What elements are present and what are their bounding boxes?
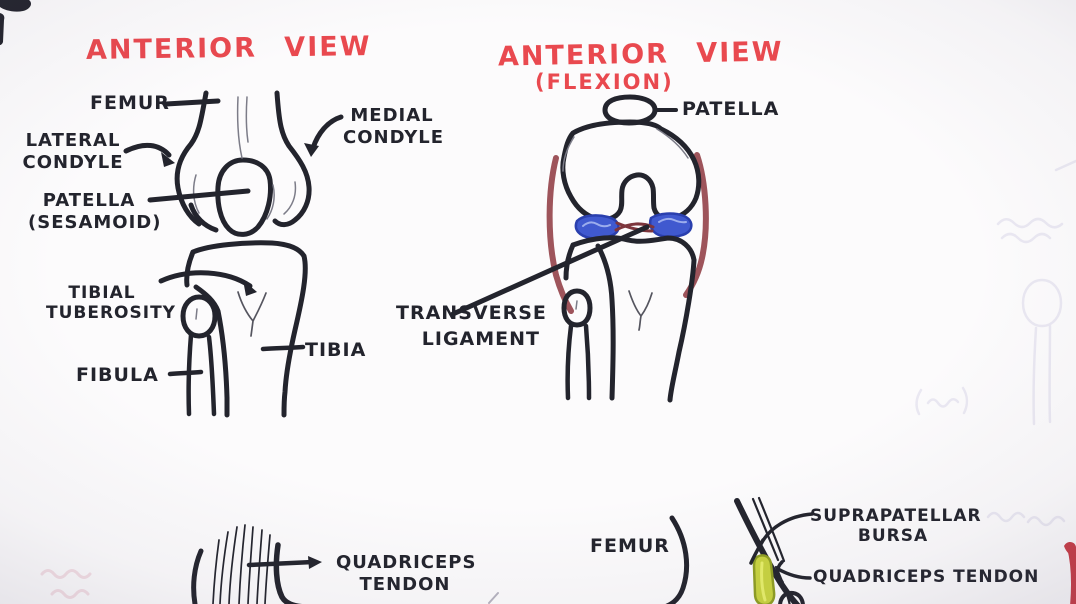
- ghost-squiggles-right: [996, 217, 1064, 244]
- patella-top-arc: [778, 590, 805, 604]
- lateral-condyle-arrowhead: [161, 152, 175, 167]
- patella-sesamoid-label: PATELLA (SESAMOID): [28, 190, 162, 233]
- medial-condyle-label: MEDIAL CONDYLE: [343, 105, 445, 148]
- ghost-squiggles-mid: [986, 511, 1066, 527]
- quadriceps-tendon-label: QUADRICEPS TENDON: [336, 552, 477, 595]
- femur-bottom-label: FEMUR: [590, 535, 670, 557]
- ghost-pink-squiggles: [40, 569, 92, 599]
- fibula-label: FIBULA: [76, 364, 159, 386]
- femur-bottom-curve: [665, 515, 690, 604]
- anterior-view-pointers: [123, 98, 344, 377]
- bursa-highlight: [760, 561, 767, 602]
- fibula-pointer-line: [167, 369, 204, 377]
- quadriceps-tendon-arrow: [246, 559, 316, 568]
- medial-condyle-arrow: [310, 114, 344, 151]
- tibia-pointer-line: [260, 344, 306, 352]
- ghost-bone-circle: [1021, 278, 1063, 328]
- tibia-label: TIBIA: [305, 339, 367, 361]
- tibia-flexion-right-edge: [667, 257, 697, 403]
- tibial-tuberosity-arrowhead: [243, 280, 257, 296]
- transverse-ligament-pointer-line: [450, 224, 650, 317]
- patella-pointer-line: [147, 188, 251, 203]
- flexion-view-drawing: [450, 94, 709, 403]
- suprapatellar-bursa-pointer: [749, 512, 814, 565]
- ghost-diagonal-topright: [1054, 159, 1076, 172]
- pencil-tick-bottom: [488, 592, 499, 604]
- meniscus-left: [574, 214, 620, 240]
- ghost-parens-text: [915, 386, 969, 416]
- anterior-view-title: ANTERIOR VIEW: [85, 31, 372, 66]
- tibia-left-edge: [184, 249, 196, 288]
- patella-oval: [602, 94, 658, 126]
- fibula-head: [180, 294, 218, 339]
- lateral-condyle-arrow: [123, 142, 172, 158]
- anterior-view-drawing: [174, 90, 312, 418]
- suprapatellar-bursa-shape: [752, 554, 776, 604]
- fibula-shaft-flexion: [565, 323, 592, 401]
- sagittal-knee-sketch: [665, 496, 814, 604]
- intercondylar-y-mark-flexion: [628, 290, 653, 331]
- tibial-tuberosity-arrow: [158, 270, 253, 289]
- femur-flexion-detail-lines: [562, 128, 689, 172]
- tibia-left-inner-edge: [193, 284, 230, 418]
- meniscus-highlights: [582, 217, 687, 228]
- corner-ink-blob: [0, 0, 31, 45]
- transverse-ligament-label: TRANSVERSE LIGAMENT: [396, 302, 547, 350]
- femur-pointer-line: [163, 98, 221, 107]
- red-edge-blob: [1064, 541, 1076, 557]
- suprapatellar-bursa-label: SUPRAPATELLAR BURSA: [810, 506, 982, 547]
- femur-left-outline: [174, 90, 209, 227]
- femur-right-outline: [272, 90, 312, 228]
- tendon-left-curve: [191, 548, 204, 604]
- tibia-flexion-top-edge: [570, 235, 697, 263]
- fibula-head-flexion: [561, 288, 593, 328]
- tibial-tuberosity-label: TIBIAL TUBEROSITY: [46, 283, 176, 324]
- quadriceps-tendon-sketch: [191, 524, 322, 604]
- fibula-head-tick: [195, 308, 198, 320]
- fibula-head-flexion-tick: [575, 300, 578, 310]
- quadriceps-tendon-right-label: QUADRICEPS TENDON: [813, 567, 1040, 587]
- medial-condyle-arrowhead: [304, 143, 319, 157]
- flexion-view-title: ANTERIOR VIEW: [497, 36, 784, 73]
- bleed-through-ghosts: [40, 159, 1076, 599]
- tendon-right-boundary: [273, 542, 303, 604]
- flexion-view-subtitle: (FLEXION): [535, 70, 674, 94]
- tibia-plateau-right-outline: [190, 240, 308, 418]
- transverse-ligament-shape: [614, 221, 655, 233]
- lateral-condyle-bottom: [188, 202, 219, 233]
- femur-flexion-outline: [560, 119, 702, 223]
- intercondylar-y-mark: [237, 291, 267, 337]
- femur-label: FEMUR: [90, 92, 170, 114]
- quadriceps-tendon-right-pointer: [775, 560, 812, 584]
- tibia-flexion-inner-edge: [595, 243, 616, 401]
- patella-flexion-label: PATELLA: [682, 98, 780, 120]
- patella-shape: [215, 157, 273, 237]
- quadriceps-tendon-arrowhead: [308, 556, 322, 569]
- ghost-bone-shaft: [1032, 324, 1052, 426]
- lateral-condyle-label: LATERAL CONDYLE: [22, 130, 124, 173]
- meniscus-right: [648, 212, 693, 238]
